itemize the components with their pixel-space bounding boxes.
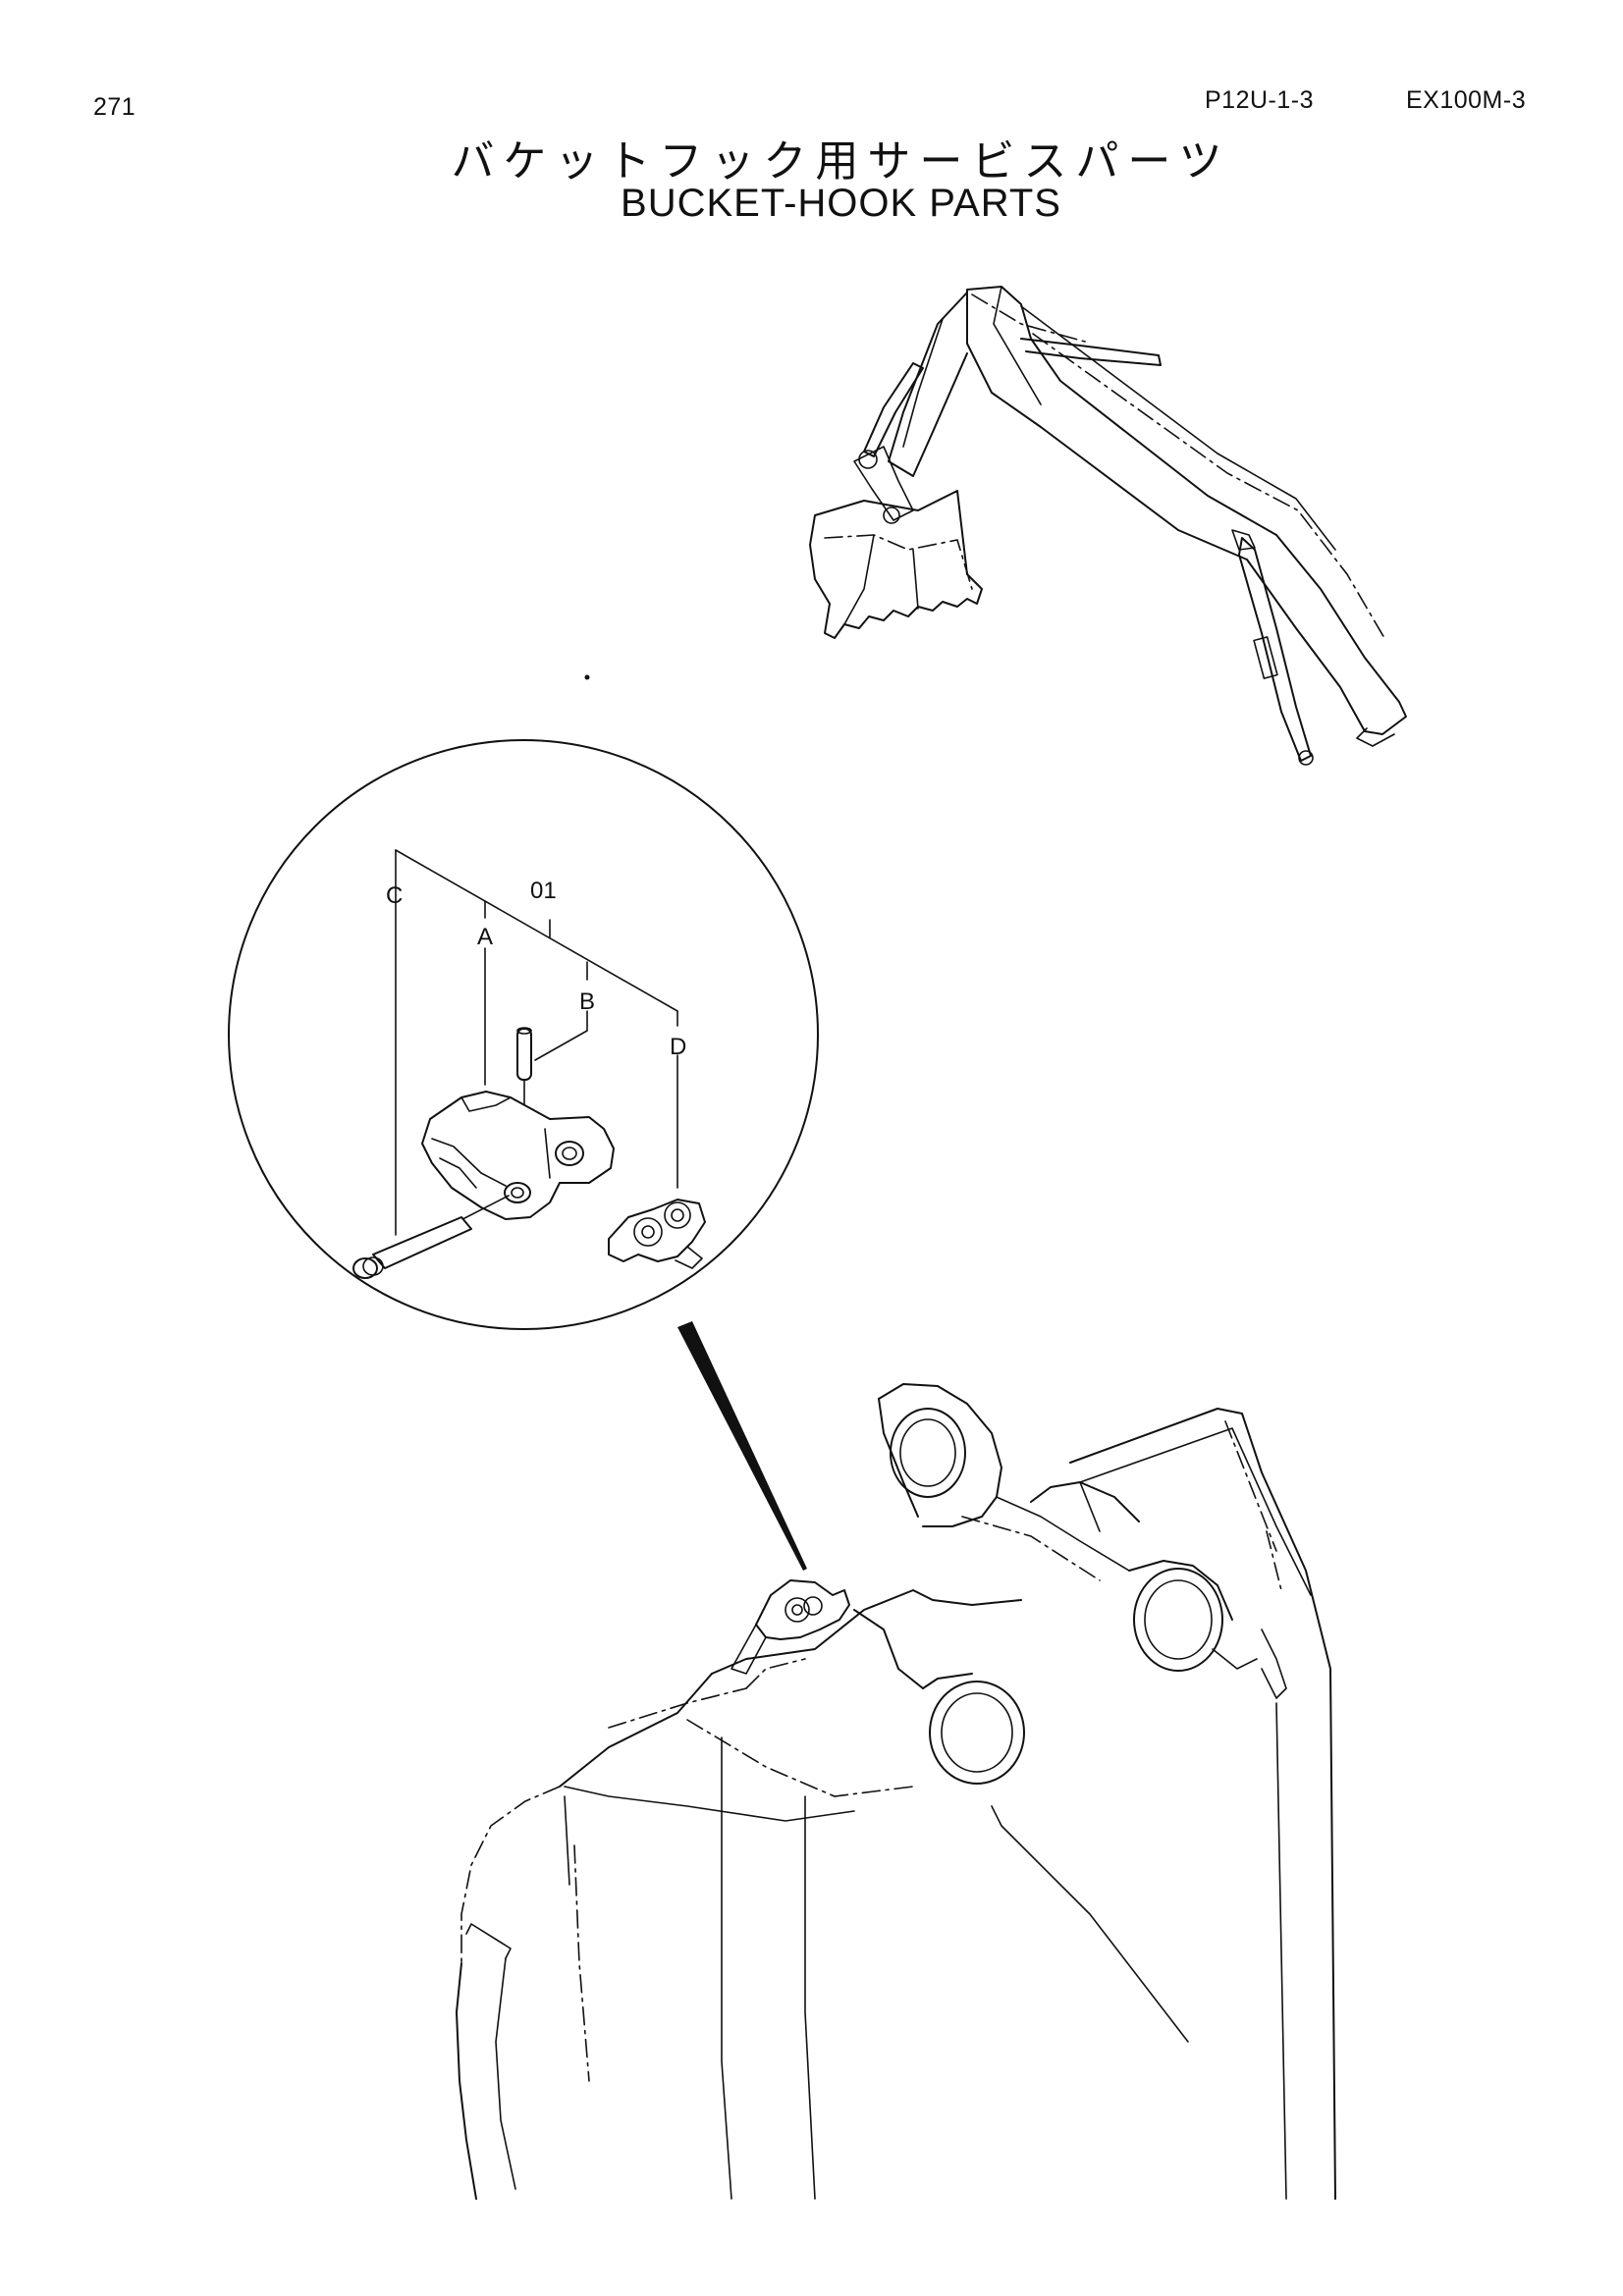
callout-label-b: B — [579, 988, 595, 1015]
callout-label-01: 01 — [530, 878, 557, 904]
detail-callout-circle — [228, 739, 819, 1571]
exploded-hook-parts — [352, 1027, 706, 1279]
callout-leader-lines — [395, 849, 678, 1236]
callout-label-a: A — [477, 924, 493, 950]
callout-label-d: D — [670, 1034, 686, 1060]
bucket-illustration — [456, 1383, 1336, 2200]
model-code: EX100M-3 — [1406, 86, 1527, 114]
page-title-english: BUCKET-HOOK PARTS — [621, 182, 1061, 225]
page-title-japanese: バケットフック用サービスパーツ — [451, 137, 1231, 186]
stray-mark — [584, 674, 590, 680]
section-code: P12U-1-3 — [1205, 86, 1314, 114]
excavator-arm-illustration — [809, 286, 1407, 766]
callout-label-c: C — [386, 882, 403, 909]
page-number: 271 — [93, 93, 136, 121]
